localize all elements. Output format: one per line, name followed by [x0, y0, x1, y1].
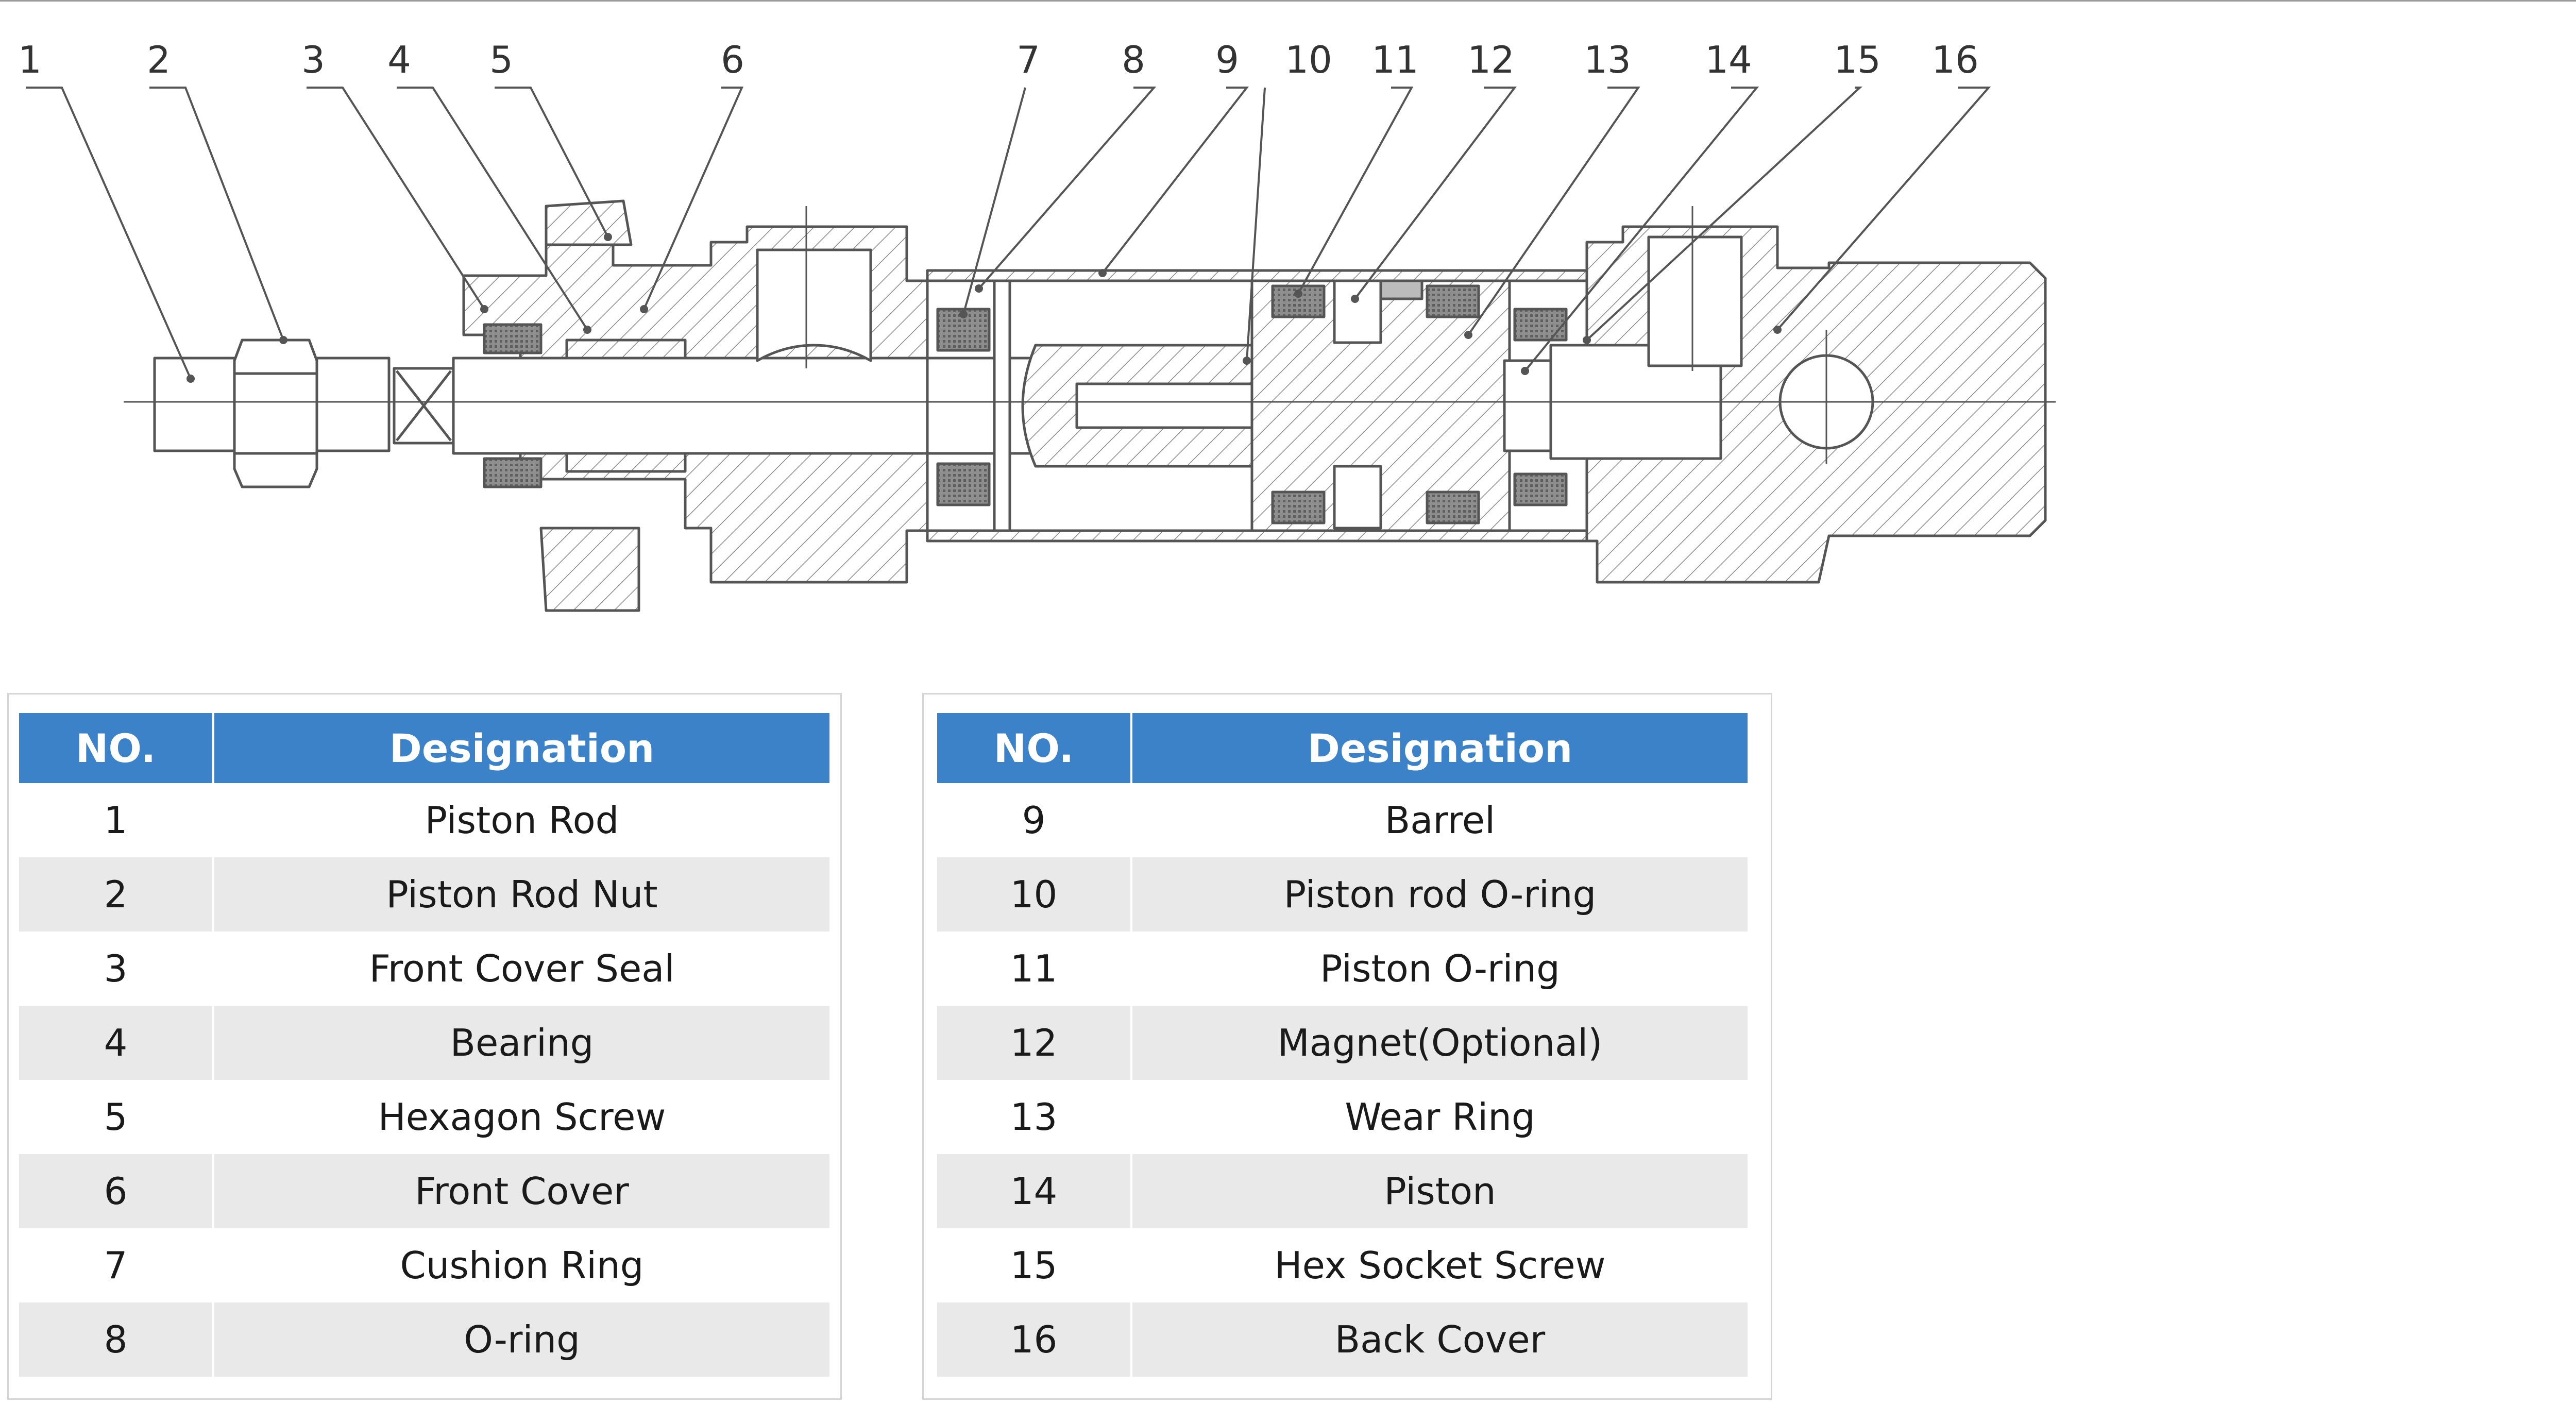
row-no: 15 [937, 1228, 1132, 1302]
row-no: 9 [937, 783, 1132, 857]
callout-14: 14 [1705, 38, 1752, 81]
magnet [1379, 279, 1423, 300]
callout-10: 10 [1285, 38, 1332, 81]
row-designation: Hexagon Screw [213, 1080, 829, 1154]
row-no: 14 [937, 1154, 1132, 1228]
row-designation: Bearing [213, 1006, 829, 1080]
row-designation: Front Cover [213, 1154, 829, 1228]
barrel-top [926, 269, 1588, 282]
header-designation: Designation [1131, 713, 1748, 783]
row-no: 13 [937, 1080, 1132, 1154]
front-cover-seal-lower [483, 457, 543, 488]
callout-3: 3 [301, 38, 325, 81]
wear-ring-lower [1426, 490, 1480, 524]
front-cover-seal [483, 323, 543, 354]
hexagon-screw-lower [539, 527, 640, 612]
cushion-ring-lower [936, 462, 991, 506]
bearing-lower [565, 452, 687, 473]
callout-6: 6 [721, 38, 744, 81]
callout-1: 1 [18, 38, 42, 81]
callout-11: 11 [1371, 38, 1419, 81]
row-designation: Piston O-ring [1131, 932, 1748, 1006]
row-no: 1 [19, 783, 214, 857]
row-no: 11 [937, 932, 1132, 1006]
row-designation: Piston [1131, 1154, 1748, 1228]
bearing [565, 338, 687, 360]
row-no: 6 [19, 1154, 214, 1228]
wear-ring [1426, 284, 1480, 318]
row-no: 7 [19, 1228, 214, 1302]
row-designation: Hex Socket Screw [1131, 1228, 1748, 1302]
callout-12: 12 [1467, 38, 1515, 81]
row-designation: Front Cover Seal [213, 932, 829, 1006]
row-no: 2 [19, 857, 214, 932]
piston-rod-nut [233, 338, 318, 488]
hex-socket-screw [1503, 359, 1552, 452]
callout-9: 9 [1215, 38, 1239, 81]
callout-7: 7 [1016, 38, 1040, 81]
row-designation: Piston Rod Nut [213, 857, 829, 932]
row-no: 12 [937, 1006, 1132, 1080]
row-designation: O-ring [213, 1302, 829, 1377]
row-no: 4 [19, 1006, 214, 1080]
piston [1250, 279, 1511, 532]
callout-13: 13 [1584, 38, 1631, 81]
row-designation: Piston rod O-ring [1131, 857, 1748, 932]
cylinder-cross-section-diagram [26, 87, 2056, 612]
table-header-row: NO. Designation [19, 713, 829, 783]
callout-4: 4 [387, 38, 411, 81]
hexagon-screw [545, 199, 633, 246]
callout-16: 16 [1931, 38, 1979, 81]
piston-rod-oring-lower [1271, 490, 1326, 524]
row-no: 16 [937, 1302, 1132, 1377]
callout-8: 8 [1122, 38, 1145, 81]
row-designation: Back Cover [1131, 1302, 1748, 1377]
callout-15: 15 [1834, 38, 1881, 81]
header-no: NO. [19, 713, 214, 783]
row-designation: Piston Rod [213, 783, 829, 857]
header-no: NO. [937, 713, 1132, 783]
row-designation: Magnet(Optional) [1131, 1006, 1748, 1080]
barrel-bottom [926, 529, 1588, 543]
header-designation: Designation [213, 713, 829, 783]
rod-thread [315, 357, 391, 452]
row-no: 8 [19, 1302, 214, 1377]
row-designation: Barrel [1131, 783, 1748, 857]
row-designation: Wear Ring [1131, 1080, 1748, 1154]
row-no: 5 [19, 1080, 214, 1154]
row-no: 10 [937, 857, 1132, 932]
port-cavity [756, 248, 872, 362]
row-no: 3 [19, 932, 214, 1006]
row-designation: Cushion Ring [213, 1228, 829, 1302]
top-rule [0, 0, 2576, 2]
callout-2: 2 [147, 38, 171, 81]
table-header-row: NO. Designation [937, 713, 1748, 783]
back-cover-seal-lower [1513, 472, 1568, 506]
callout-5: 5 [489, 38, 513, 81]
back-cover-seal [1513, 308, 1568, 342]
